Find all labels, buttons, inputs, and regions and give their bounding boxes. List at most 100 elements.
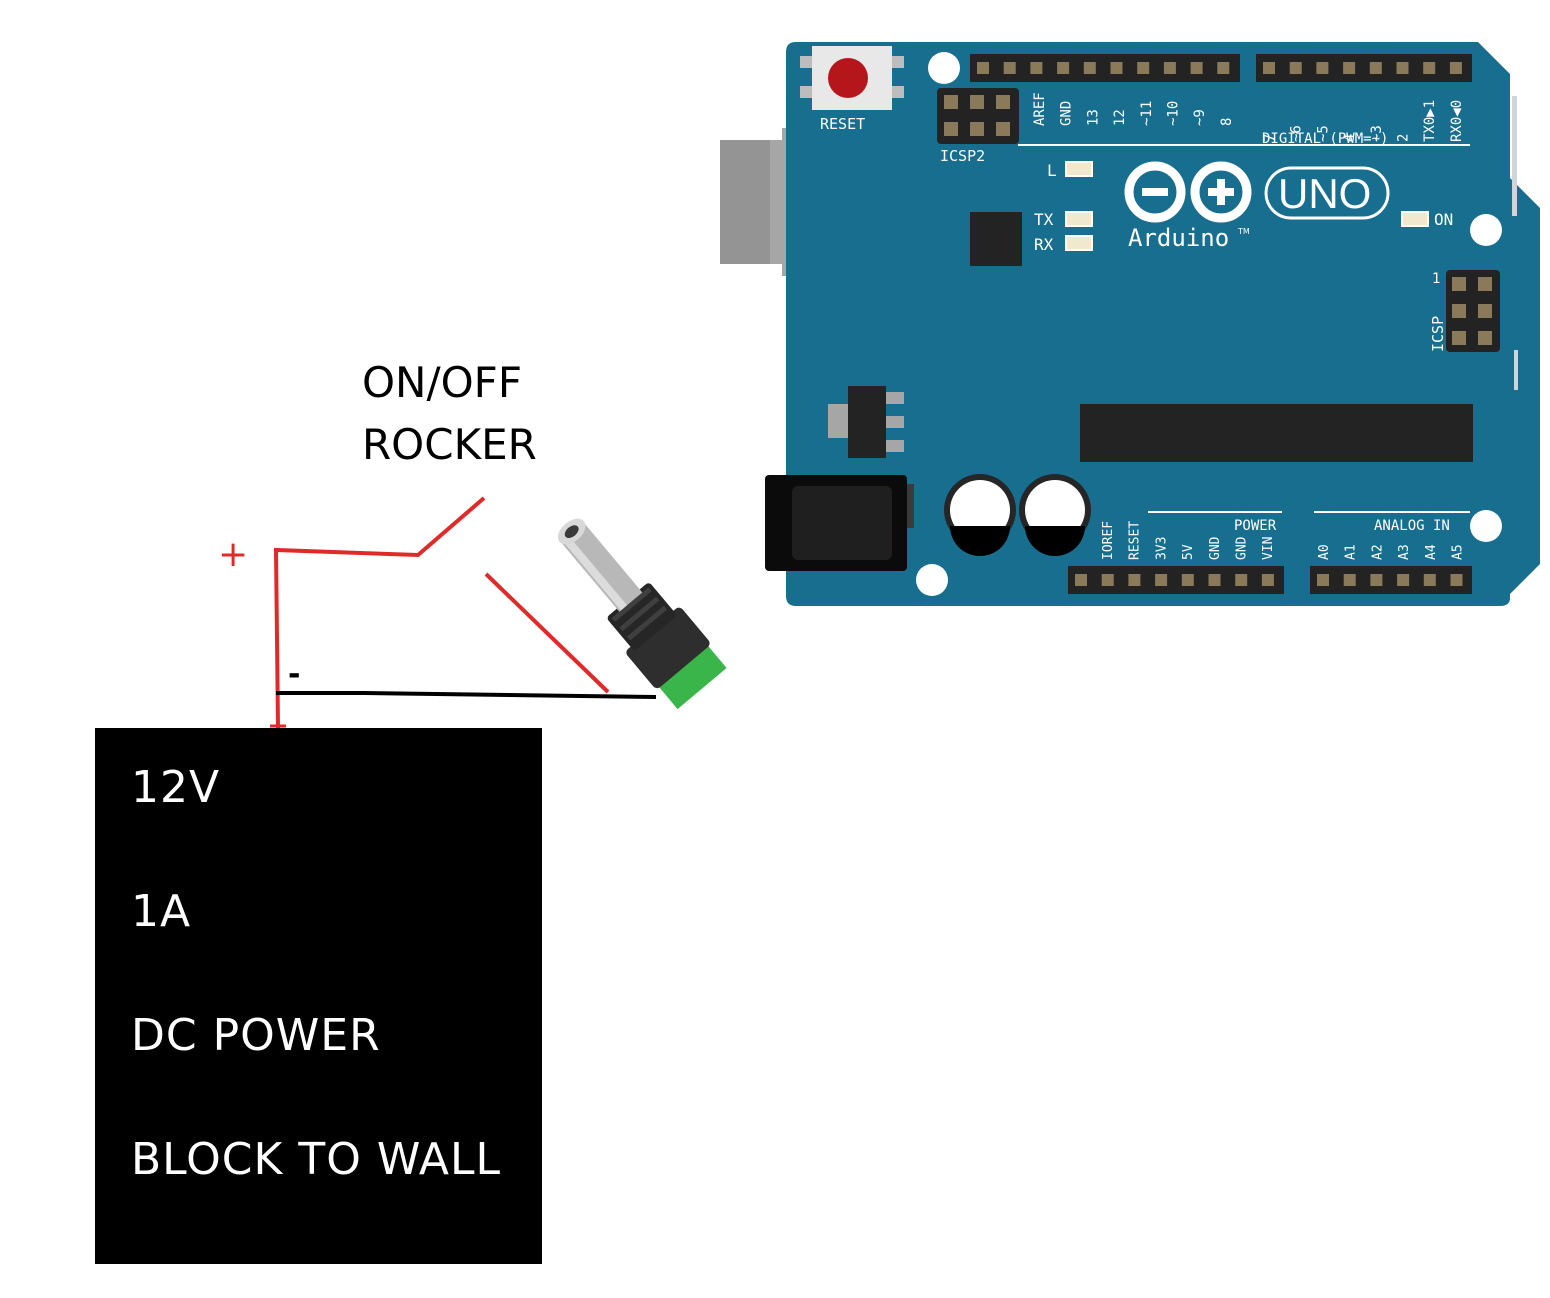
psu-current: 1A — [131, 886, 192, 937]
header-pin — [1181, 574, 1194, 586]
capacitor — [1019, 474, 1091, 556]
pin-label: GND — [1208, 536, 1223, 560]
dc-plug-adapter — [557, 518, 727, 710]
pin-label: VIN — [1261, 537, 1276, 560]
pin-label: A4 — [1424, 544, 1439, 560]
reset-button — [800, 46, 904, 110]
power-title: POWER — [1234, 518, 1277, 534]
header-pin — [1075, 574, 1087, 586]
pin-label: ~11 — [1139, 101, 1155, 126]
atmega-chip — [1080, 404, 1473, 462]
pin-label: A1 — [1344, 544, 1359, 560]
plus-sign: + — [218, 534, 248, 575]
icsp-pin1-label: 1 — [1432, 271, 1440, 287]
voltage-regulator — [828, 386, 904, 458]
board-name: UNO — [1278, 170, 1371, 217]
header-pin — [1396, 62, 1409, 74]
minus-sign: - — [288, 657, 300, 692]
psu-voltage: 12V — [131, 762, 221, 813]
power-supply: 12V 1A DC POWER BLOCK TO WALL — [95, 728, 542, 1264]
header-pin — [1450, 574, 1463, 586]
arduino-board: AREF GND 13 12 ~11 ~10 ~9 8 7 ~6 ~5 4 ~3 2 TX0▶1 RX0◀0 — [765, 42, 1540, 606]
header-pin — [1101, 574, 1114, 586]
pin-label: AREF — [1032, 92, 1048, 126]
header-pin — [1289, 62, 1302, 74]
mounting-hole — [928, 52, 960, 84]
icsp2-label: ICSP2 — [940, 147, 985, 165]
header-pin — [1263, 62, 1275, 74]
header-pin — [1217, 62, 1230, 74]
header-pin — [1057, 62, 1070, 74]
pin-label: 3V3 — [1154, 537, 1169, 560]
trademark: TM — [1237, 227, 1250, 236]
led-label-on: ON — [1434, 210, 1453, 229]
header-pin — [1163, 62, 1176, 74]
pin-label: A0 — [1317, 544, 1332, 560]
header-pin — [1110, 62, 1123, 74]
barrel-jack — [765, 475, 914, 571]
digital-title: DIGITAL (PWM=~) — [1262, 131, 1388, 147]
pin-label: A5 — [1451, 544, 1466, 560]
header-pin — [1343, 62, 1356, 74]
header-pin — [1235, 574, 1248, 586]
header-pin — [1449, 62, 1462, 74]
pin-label: 8 — [1219, 118, 1235, 126]
pin-label: A2 — [1370, 544, 1385, 560]
switch-label-line-1: ON/OFF — [362, 358, 523, 407]
led-label-l: L — [1047, 161, 1057, 180]
header-pin — [1083, 62, 1096, 74]
mounting-hole — [916, 564, 948, 596]
header-pin — [1155, 574, 1168, 586]
board-brand: Arduino — [1128, 224, 1229, 252]
led-rx — [1065, 235, 1093, 251]
pin-label: GND — [1235, 536, 1250, 560]
switch-label-line-2: ROCKER — [362, 420, 537, 469]
icsp2-header — [937, 88, 1019, 144]
icsp-header — [1446, 270, 1500, 352]
pin-label: ~6 — [1289, 125, 1305, 142]
pin-label: ~9 — [1192, 109, 1208, 126]
mounting-hole — [1470, 214, 1502, 246]
header-pin — [1030, 62, 1043, 74]
header-pin — [1423, 574, 1436, 586]
pin-label: RESET — [1128, 521, 1143, 560]
pin-label: 4 — [1342, 134, 1358, 142]
header-pin — [1370, 574, 1383, 586]
header-pin — [1137, 62, 1150, 74]
pin-label: 2 — [1396, 134, 1412, 142]
pin-label: A3 — [1397, 544, 1412, 560]
led-l — [1065, 161, 1093, 177]
usb-chip — [970, 212, 1022, 266]
psu-type: DC POWER — [131, 1010, 381, 1061]
header-pin — [1003, 62, 1016, 74]
analog-title: ANALOG IN — [1374, 518, 1450, 534]
digital-header-left — [970, 54, 1240, 82]
header-pin — [1317, 574, 1329, 586]
red-wire — [273, 496, 610, 729]
icsp-label: ICSP — [1429, 316, 1447, 352]
arduino-logo — [1124, 161, 1252, 223]
pin-label: TX0▶1 — [1422, 100, 1438, 142]
capacitor — [944, 474, 1016, 556]
header-pin — [1261, 574, 1274, 586]
pin-label: ~5 — [1315, 125, 1331, 142]
pin-label: 7 — [1262, 134, 1278, 142]
pin-label: 12 — [1112, 109, 1128, 126]
power-header — [1068, 566, 1284, 594]
pin-label: RX0◀0 — [1449, 100, 1465, 142]
pin-label: GND — [1059, 101, 1075, 126]
pin-label: 13 — [1085, 109, 1101, 126]
led-label-rx: RX — [1034, 235, 1054, 254]
header-pin — [1316, 62, 1329, 74]
pin-label: 5V — [1181, 544, 1196, 560]
pin-label: ~3 — [1369, 125, 1385, 142]
pin-label: ~10 — [1166, 101, 1182, 126]
psu-description: BLOCK TO WALL — [131, 1134, 502, 1185]
digital-header-right — [1256, 54, 1472, 82]
header-pin — [1423, 62, 1436, 74]
header-pin — [1190, 62, 1203, 74]
led-on — [1401, 211, 1429, 227]
pin-label: IOREF — [1101, 521, 1116, 560]
